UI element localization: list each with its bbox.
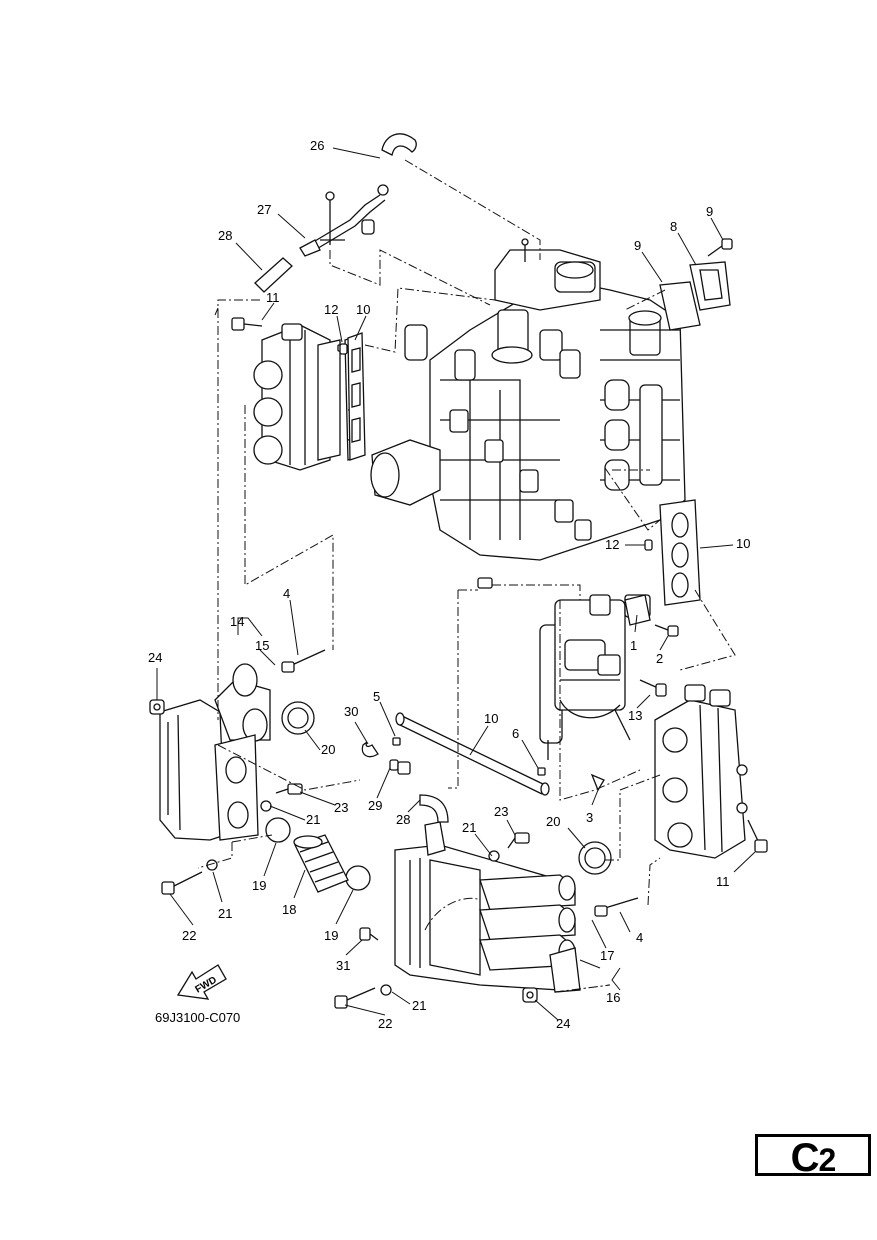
callout-21-b: 21: [218, 906, 232, 921]
callout-11-lower: 11: [716, 874, 730, 889]
part-11-bolt-lower: [747, 819, 768, 853]
part-9-clip-upper: [392, 737, 401, 746]
callout-6: 9: [634, 238, 641, 253]
part-20-grommet-right: [578, 841, 612, 875]
page-code-letter: C: [790, 1136, 820, 1180]
callout-14: 14: [230, 614, 244, 629]
callout-21-d: 21: [412, 998, 426, 1013]
part-20-grommet-left: [281, 701, 315, 735]
part-22-bolt-upper: [161, 871, 203, 895]
part-26-pipe: [299, 184, 389, 257]
callout-22-lower: 22: [378, 1016, 392, 1031]
lower-intake-silencer-illustration: [394, 821, 581, 993]
part-29-fitting: [389, 759, 411, 775]
part-24-nut-lower: [522, 987, 538, 1003]
callout-21-a: 21: [306, 812, 320, 827]
callout-19-upper: 19: [252, 878, 266, 893]
part-7-bolt: [707, 238, 733, 257]
callout-9-lower: 6: [512, 726, 519, 741]
page-code: C2: [758, 1138, 868, 1180]
engine-block-illustration: [370, 238, 686, 561]
callout-28: 28: [396, 812, 410, 827]
callout-19-lower: 19: [324, 928, 338, 943]
callout-21-c: 21: [462, 820, 476, 835]
lower-throttle-body-illustration: [654, 684, 748, 859]
page-code-box: C2: [755, 1134, 871, 1178]
fwd-arrow-icon: FWD: [176, 964, 227, 1000]
part-4-stud-upper: [281, 649, 326, 673]
callout-9-upper: 5: [373, 689, 380, 704]
callout-27: 28: [218, 228, 232, 243]
part-21-grommet-a: [260, 800, 272, 812]
part-13-bolt: [639, 679, 667, 697]
callout-3: 3: [586, 810, 593, 825]
callout-10-upper: 10: [356, 302, 370, 317]
callout-12-lower: 12: [605, 537, 619, 552]
callout-17: 17: [600, 948, 614, 963]
callout-11-upper: 11: [266, 290, 280, 305]
part-31-plug: [359, 927, 379, 941]
part-4-stud-lower: [594, 897, 639, 917]
part-5-bracket: [689, 261, 731, 311]
part-2-bolt: [654, 624, 679, 637]
callout-30: 30: [344, 704, 358, 719]
part-23-bolt-left: [275, 783, 303, 795]
upper-intake-silencer-illustration: [159, 663, 271, 841]
part-19-clamp-lower: [345, 865, 371, 891]
part-22-bolt-lower: [334, 987, 376, 1009]
callout-18: 18: [282, 902, 296, 917]
callout-16: 16: [606, 990, 620, 1005]
drawing-code: 69J3100-C070: [155, 1010, 240, 1025]
part-12-dowel-upper: [339, 343, 348, 355]
part-18-joint: [293, 834, 349, 893]
part-19-clamp-upper: [265, 817, 291, 843]
callout-26: 27: [257, 202, 271, 217]
callout-20-lower: 20: [546, 814, 560, 829]
callout-10-lower: 10: [736, 536, 750, 551]
vapor-separator-illustration: [539, 594, 651, 760]
part-8-pipe: [395, 712, 550, 796]
part-10-gasket-upper: [347, 332, 366, 461]
callout-12-upper: 12: [324, 302, 338, 317]
callout-22-upper: 22: [182, 928, 196, 943]
part-28-hose: [419, 794, 449, 823]
callout-31: 31: [336, 958, 350, 973]
callout-20-upper: 20: [321, 742, 335, 757]
part-9-clip-lower: [537, 767, 546, 776]
callout-numbers: 26 27 28 11 12 10 9 8 9 10 12 1 2 13 4 1…: [148, 138, 750, 1031]
part-6-plate: [659, 281, 701, 331]
part-30-hose: [361, 741, 379, 758]
part-12-dowel-lower: [644, 539, 653, 551]
part-21-grommet-d: [380, 984, 392, 996]
callout-2: 2: [656, 651, 663, 666]
part-27-hose: [254, 257, 293, 293]
assembly-lines: [197, 159, 736, 993]
callout-4-lower: 4: [636, 930, 643, 945]
callout-15: 15: [255, 638, 269, 653]
part-23-bolt-right: [507, 832, 530, 849]
callout-4-upper: 4: [283, 586, 290, 601]
callout-13: 13: [628, 708, 642, 723]
part-21-grommet-c: [488, 850, 500, 862]
callout-25: 26: [310, 138, 324, 153]
callout-1: 1: [630, 638, 637, 653]
callout-24-upper: 24: [148, 650, 162, 665]
part-24-nut-upper: [149, 699, 165, 715]
part-10-gasket-lower: [659, 499, 701, 606]
page-code-number: 2: [818, 1142, 837, 1178]
part-25-hose: [381, 133, 417, 156]
leader-lines: [156, 147, 756, 1021]
callout-24-lower: 24: [556, 1016, 570, 1031]
part-connector: [477, 577, 493, 589]
callout-23-lower: 23: [494, 804, 508, 819]
callout-5: 8: [670, 219, 677, 234]
callout-8: 10: [484, 711, 498, 726]
callout-7: 9: [706, 204, 713, 219]
callout-23-upper: 23: [334, 800, 348, 815]
callout-29: 29: [368, 798, 382, 813]
part-1-sensor: [624, 594, 651, 626]
part-11-bolt-upper: [231, 317, 263, 331]
part-3-clip: [590, 773, 605, 792]
